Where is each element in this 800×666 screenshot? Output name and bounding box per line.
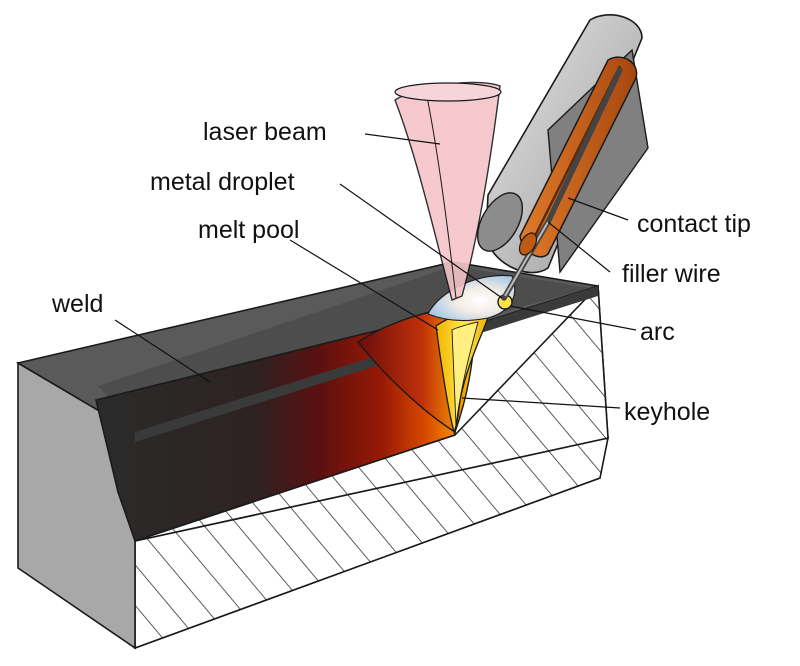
welding-torch	[476, 14, 649, 301]
laser-beam-top-ellipse	[394, 82, 502, 102]
leader-contact-tip	[567, 197, 629, 221]
leader-metal-droplet	[339, 183, 503, 299]
label-weld: weld	[51, 290, 103, 318]
leader-filler-wire	[547, 221, 611, 273]
label-metal-droplet: metal droplet	[150, 168, 295, 196]
workpiece-block	[15, 261, 610, 650]
labels: laser beam metal droplet melt pool weld …	[51, 118, 751, 426]
filler-wire-highlight	[504, 221, 549, 297]
leader-laser-beam	[364, 133, 441, 145]
contact-tip-end	[518, 232, 538, 256]
label-keyhole: keyhole	[624, 398, 710, 426]
label-contact-tip: contact tip	[637, 210, 751, 238]
label-filler-wire: filler wire	[622, 260, 721, 288]
label-laser-beam: laser beam	[203, 118, 327, 146]
leader-keyhole	[461, 397, 621, 409]
leader-lines	[114, 133, 637, 409]
label-melt-pool: melt pool	[198, 216, 299, 244]
block-right-face	[134, 284, 609, 542]
leader-weld	[114, 319, 211, 383]
keyhole-core	[451, 321, 479, 426]
laser-beam	[394, 81, 501, 301]
laser-beam-cone	[394, 81, 502, 301]
leader-arc	[509, 305, 637, 331]
label-arc: arc	[640, 318, 675, 346]
laser-beam-inner-edge	[425, 91, 457, 299]
leader-melt-pool	[289, 239, 439, 331]
torch-nozzle-rim	[476, 192, 524, 252]
